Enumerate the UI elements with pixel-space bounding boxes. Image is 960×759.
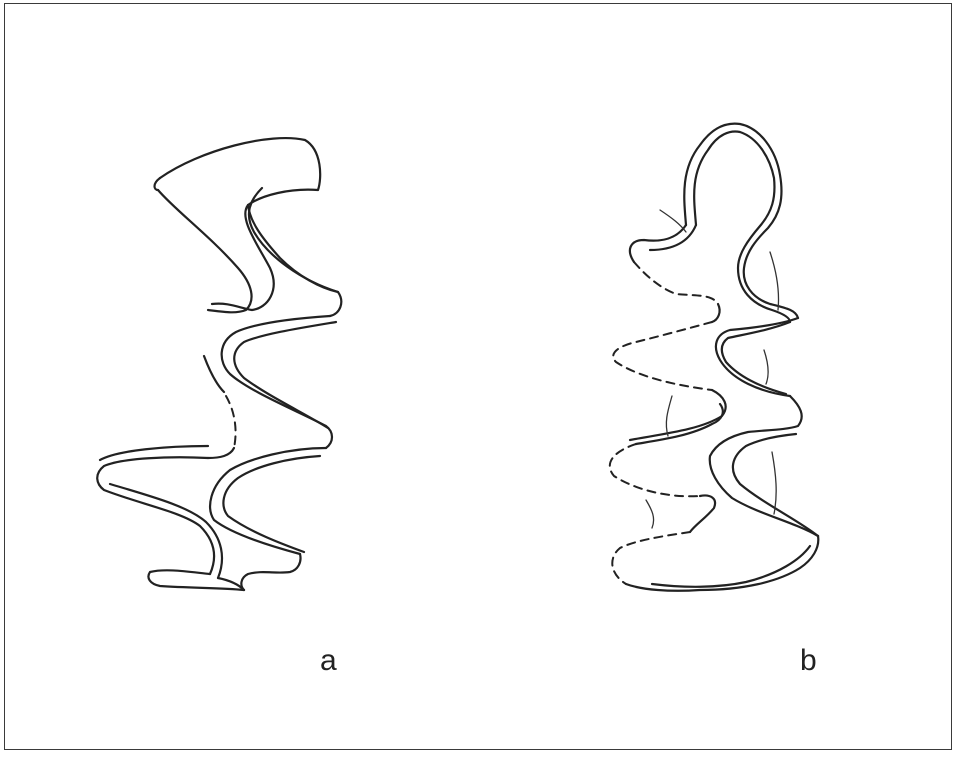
panel-a-drawing [96,136,343,592]
panel-b-label: b [800,644,817,677]
panel-b-drawing [608,122,820,592]
panel-a-label: a [320,644,337,677]
figure-frame [4,3,952,750]
